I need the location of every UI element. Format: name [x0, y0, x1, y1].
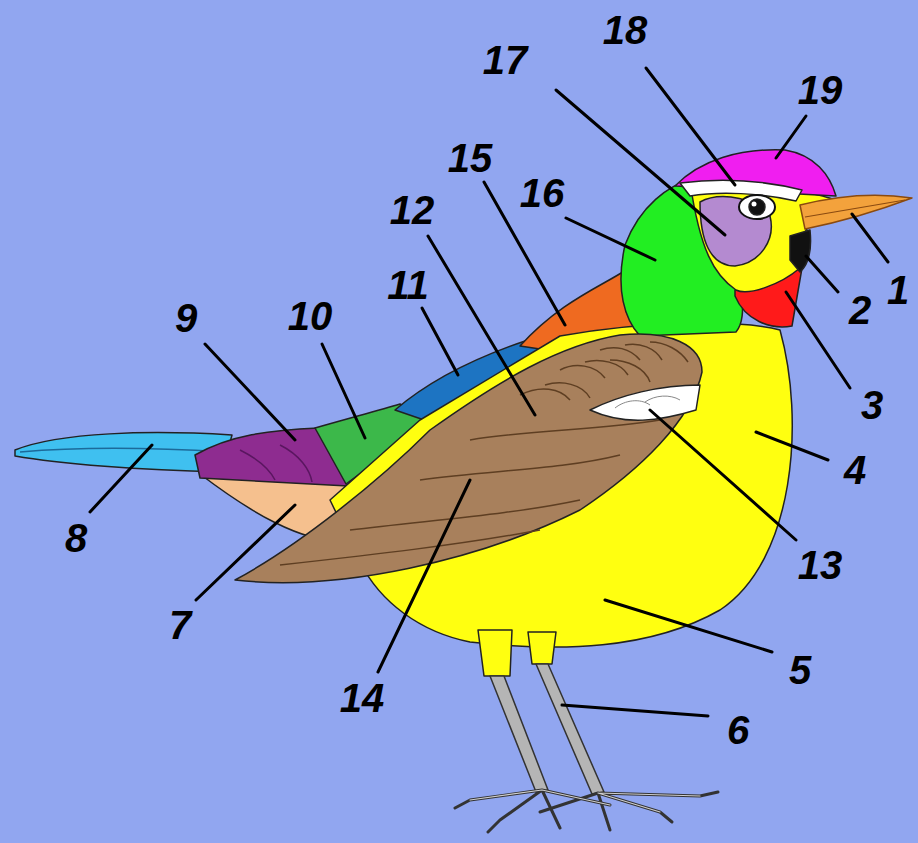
callout-number: 13: [798, 545, 843, 585]
callout-number: 1: [887, 270, 909, 310]
eye: [739, 195, 775, 219]
leader-lines: [90, 68, 888, 716]
legs: [490, 664, 604, 794]
callout-number: 7: [169, 605, 191, 645]
callout-number: 2: [849, 290, 871, 330]
wing-patch: [590, 385, 700, 420]
callout-number: 14: [340, 678, 385, 718]
wing: [235, 334, 702, 582]
callout-number: 6: [727, 710, 749, 750]
callout-number: 11: [387, 265, 429, 305]
callout-number: 18: [603, 10, 648, 50]
callout-number: 12: [390, 190, 435, 230]
ear-patch: [700, 197, 771, 266]
callout-number: 10: [288, 296, 333, 336]
callout-number: 3: [861, 385, 883, 425]
eyebrow-stripe: [680, 180, 802, 201]
malar-stripe: [790, 230, 811, 272]
callout-number: 9: [175, 298, 197, 338]
callout-number: 8: [65, 518, 87, 558]
callout-number: 17: [483, 40, 528, 80]
callout-number: 16: [520, 173, 565, 213]
callout-number: 4: [844, 450, 866, 490]
callout-number: 15: [448, 138, 493, 178]
callout-number: 5: [789, 650, 811, 690]
beak: [800, 195, 912, 229]
callout-number: 19: [798, 70, 843, 110]
face: [690, 182, 835, 292]
